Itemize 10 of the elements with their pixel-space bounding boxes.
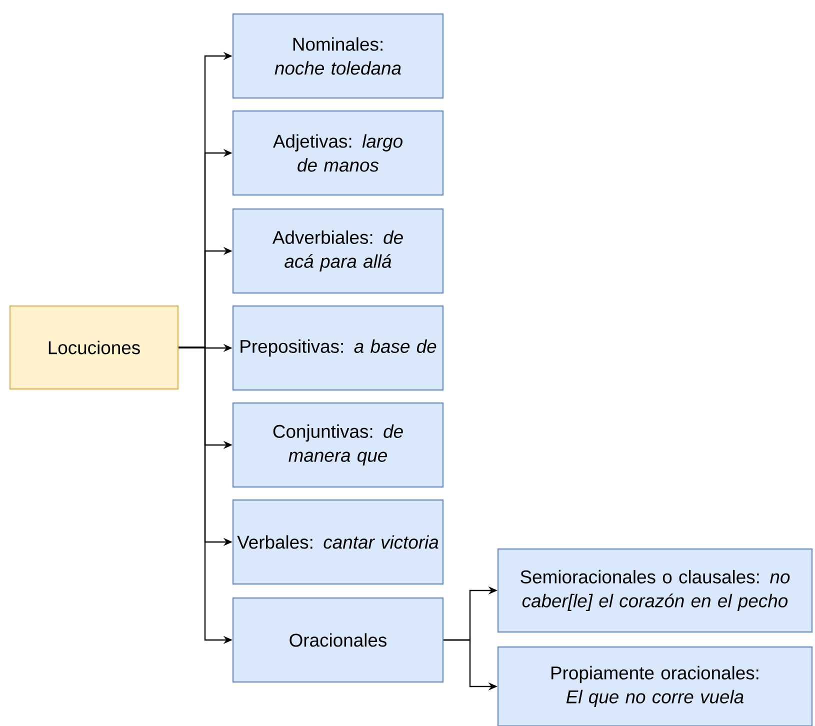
category-box: Nominales: noche toledana — [232, 13, 444, 99]
category-box: Adverbiales: de acá para allá — [232, 208, 444, 294]
root-box: Locuciones — [9, 305, 179, 390]
category-box: Adjetivas: largo de manos — [232, 110, 444, 196]
category-box: Oracionales — [232, 597, 444, 683]
category-box: Semioracionales o clausales: no caber[le] el corazón en el pecho — [497, 548, 813, 633]
category-box: Conjuntivas: de manera que — [232, 402, 444, 488]
category-box: Prepositivas: a base de — [232, 305, 444, 391]
category-box: Propiamente oracionales: El que no corre vuela — [497, 646, 813, 726]
category-box: Verbales: cantar victoria — [232, 499, 444, 585]
